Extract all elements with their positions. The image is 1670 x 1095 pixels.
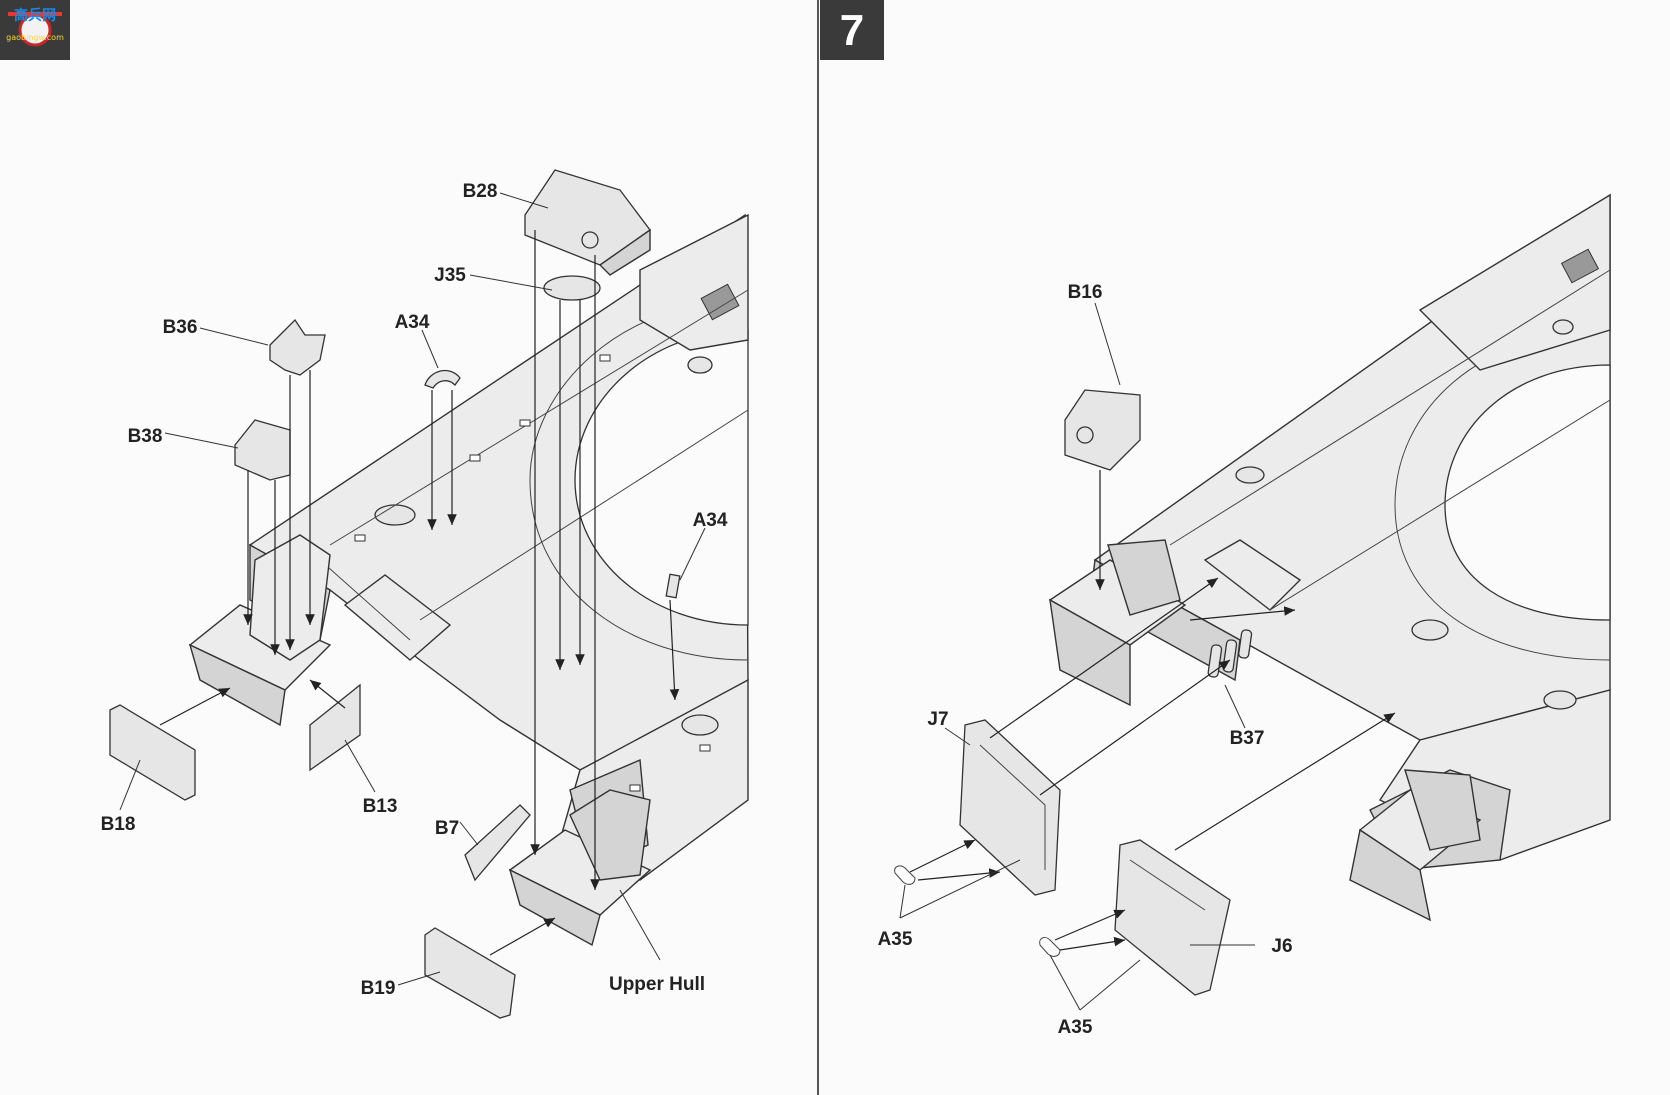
part-b7: [464, 804, 531, 882]
step-number: 7: [840, 6, 864, 55]
step-number-badge: 7: [820, 0, 884, 60]
label-j35: J35: [434, 265, 466, 286]
label-b19: B19: [361, 978, 396, 999]
part-j35: [543, 275, 601, 301]
part-b28: [524, 169, 651, 276]
label-b18: B18: [101, 814, 136, 835]
label-b28: B28: [463, 181, 498, 202]
label-b7: B7: [435, 818, 459, 839]
right-front-fender-right: [1349, 769, 1482, 922]
part-a34-left: [424, 369, 461, 389]
label-a34-right: A34: [693, 510, 728, 531]
label-b36: B36: [163, 317, 198, 338]
label-b16: B16: [1068, 282, 1103, 303]
part-j6: [1114, 839, 1231, 996]
label-j6: J6: [1271, 936, 1292, 957]
left-upper-hull-drawing: [248, 213, 749, 881]
part-b13: [309, 683, 361, 772]
right-front-fender: [508, 789, 652, 947]
label-b37: B37: [1230, 728, 1265, 749]
left-front-fender: [188, 534, 332, 727]
watermark-text: 高兵网: [14, 7, 56, 24]
left-assembly-lines: [159, 230, 680, 956]
label-b13: B13: [363, 796, 398, 817]
part-a34-right: [665, 573, 681, 599]
label-a35-lower: A35: [1058, 1017, 1093, 1038]
part-b36: [269, 318, 326, 376]
part-b18: [109, 704, 196, 801]
part-a35-lower: [1039, 937, 1061, 957]
watermark-subtext: gaobingw.com: [6, 33, 64, 42]
part-j7: [959, 719, 1061, 896]
part-b38: [234, 419, 291, 481]
left-leader-lines: [119, 192, 706, 986]
label-a35-upper: A35: [878, 929, 913, 950]
right-leader-lines: [899, 302, 1255, 1011]
part-a35-upper: [894, 865, 916, 885]
right-front-fender-left: [1048, 539, 1187, 707]
right-assembly-lines: [909, 470, 1396, 951]
label-j7: J7: [927, 709, 948, 730]
label-a34-left: A34: [395, 312, 430, 333]
watermark-logo: 高兵网 gaobingw.com: [0, 0, 70, 60]
label-b38: B38: [128, 426, 163, 447]
label-upper-hull: Upper Hull: [609, 974, 705, 995]
part-b16: [1064, 389, 1141, 471]
right-upper-hull-drawing: [1089, 193, 1611, 871]
part-b19: [424, 927, 516, 1019]
